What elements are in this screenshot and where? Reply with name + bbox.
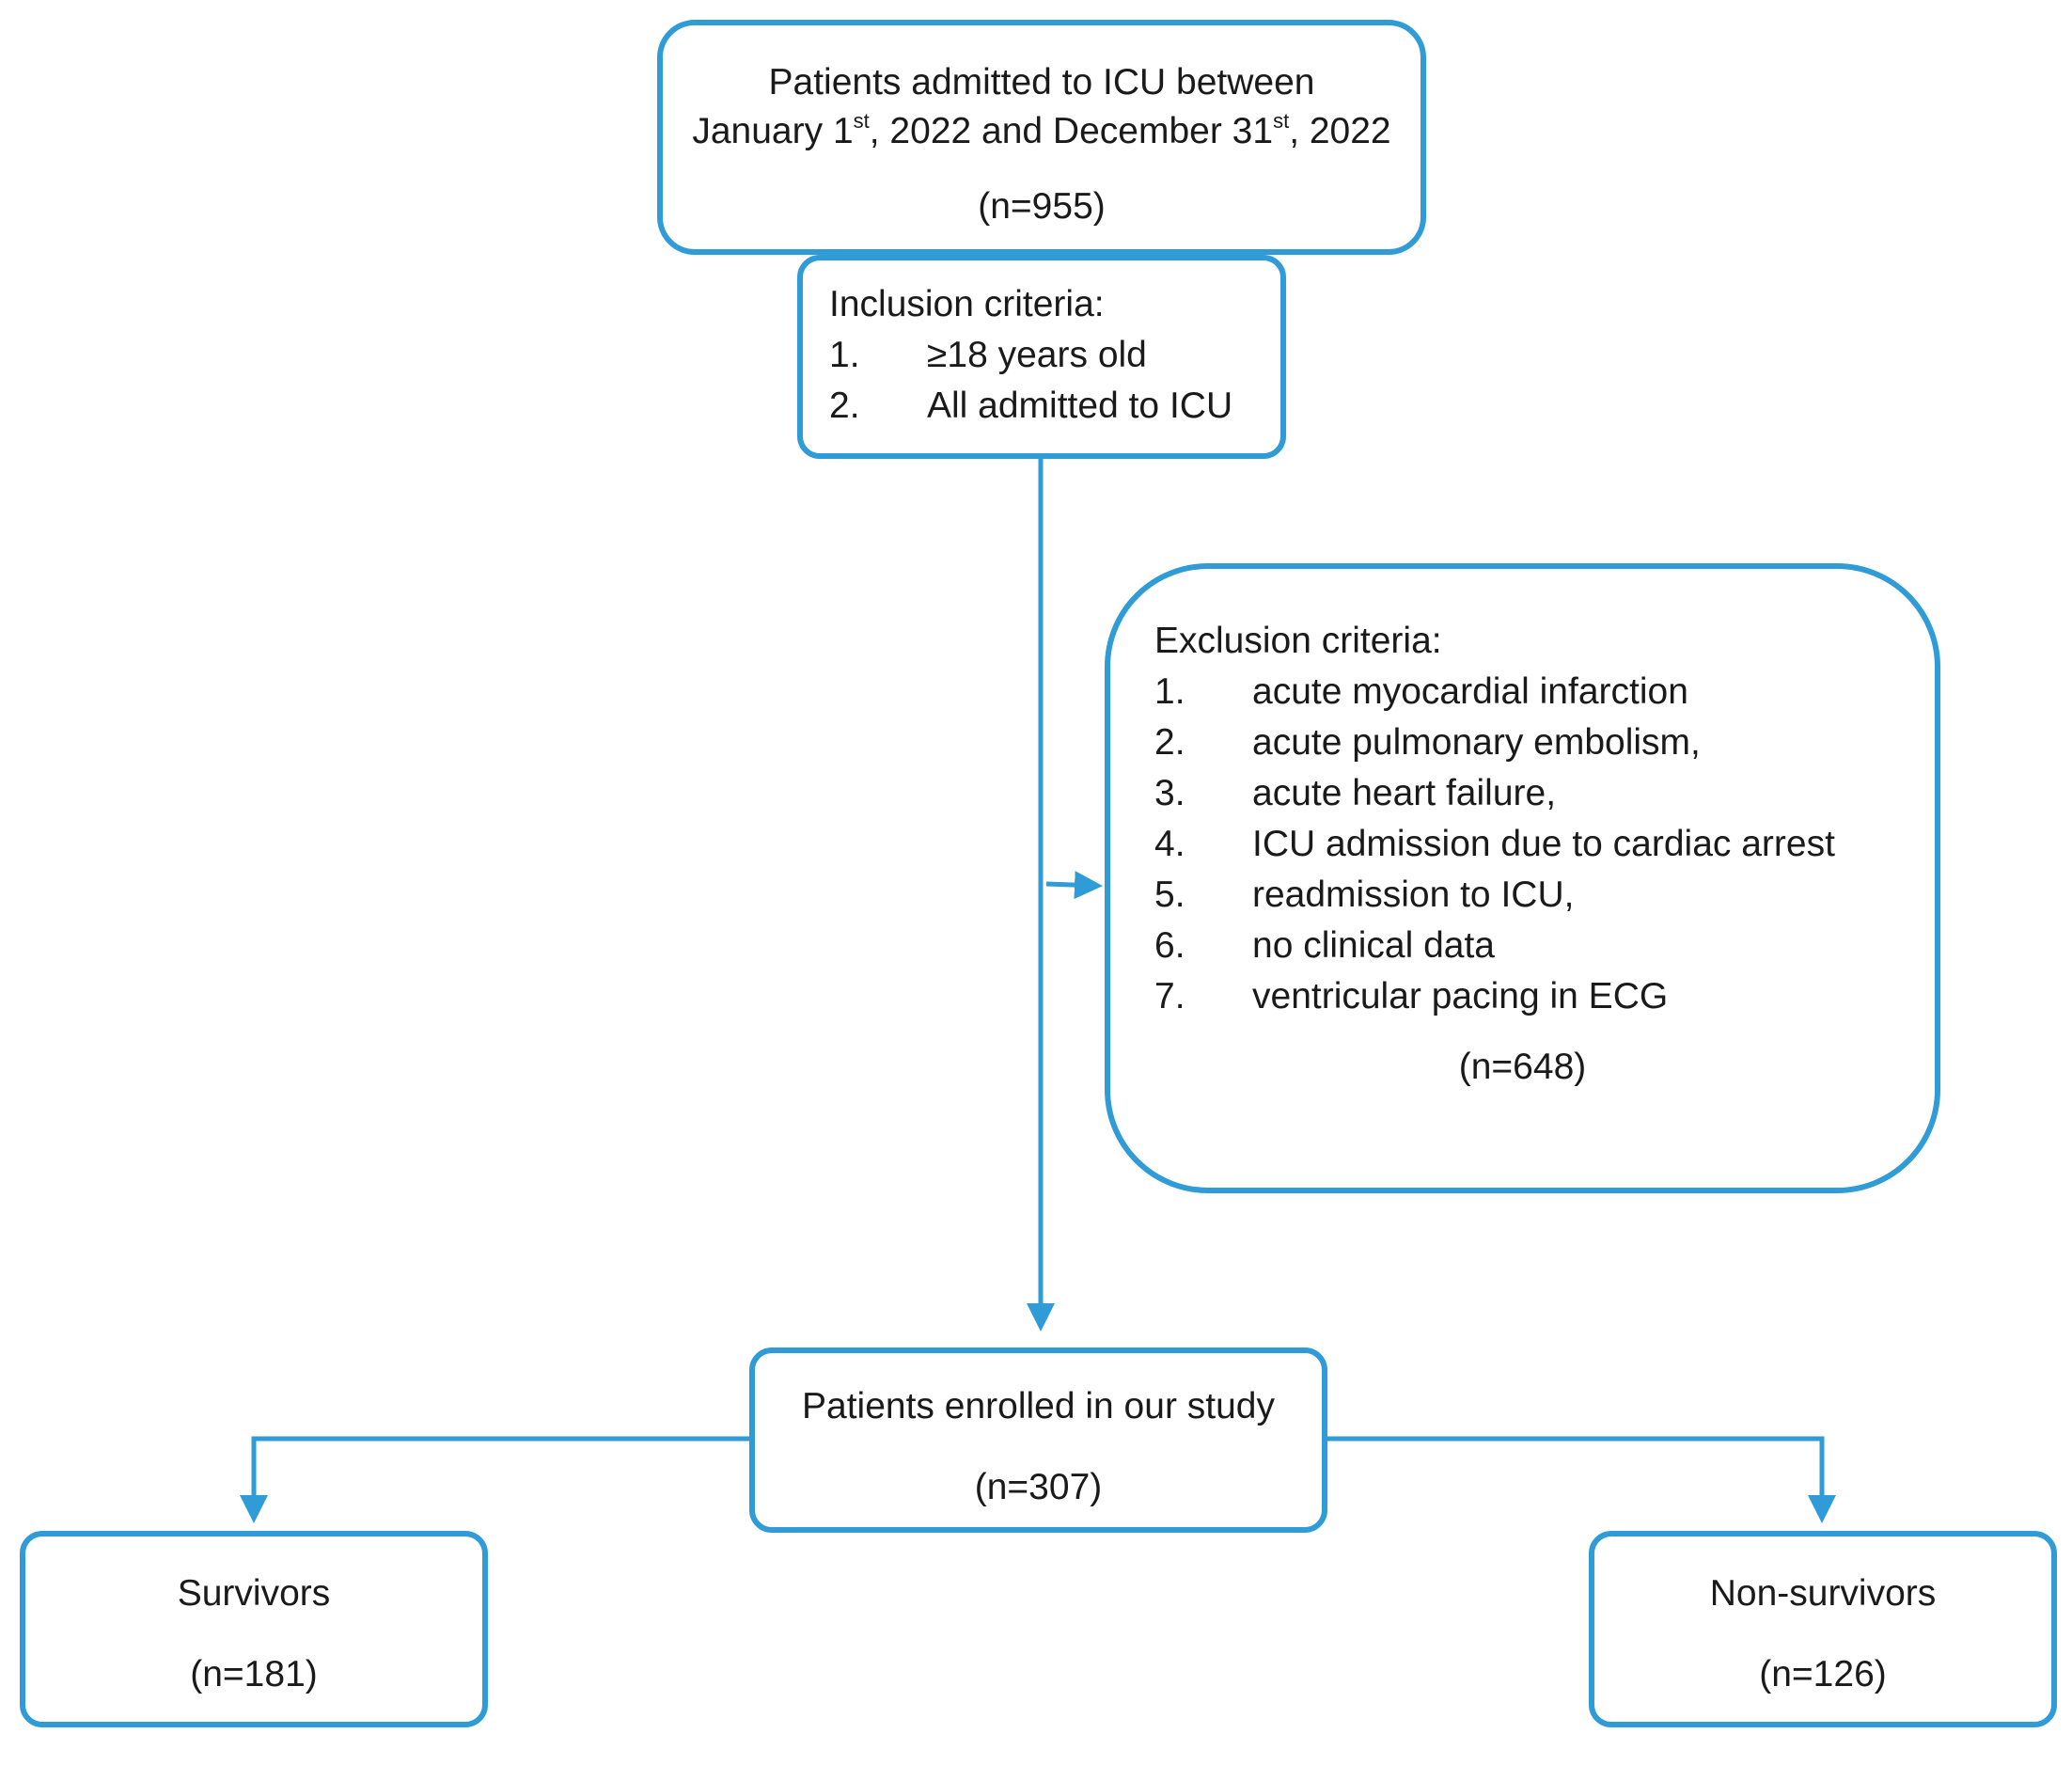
exclusion-item-text: acute heart failure, [1252,773,1557,813]
admitted-sup-2: st [1273,109,1290,133]
exclusion-arrow [1045,871,1103,900]
enrolled-count: (n=307) [974,1467,1103,1507]
exclusion-title: Exclusion criteria: [1154,621,1442,661]
exclusion-item: 4. ICU admission due to cardiac arrest [1154,819,1835,870]
non-survivors-arrow [1326,1436,1836,1523]
admitted-date-end: , 2022 [1289,111,1391,151]
non-survivors-box: Non-survivors (n=126) [1589,1531,2057,1727]
admitted-date-mid: , 2022 and December 31 [869,111,1274,151]
exclusion-item-text: no clinical data [1252,925,1495,966]
non-survivors-title: Non-survivors [1709,1573,1937,1614]
non-survivors-count: (n=126) [1759,1654,1887,1694]
exclusion-item-number: 3. [1154,773,1185,813]
inclusion-item-text: All admitted to ICU [927,386,1233,426]
exclusion-box: Exclusion criteria: 1. acute myocardial … [1105,563,1940,1193]
inclusion-item: 1. ≥18 years old [829,330,1232,381]
exclusion-count: (n=648) [1458,1047,1587,1087]
exclusion-item: 3. acute heart failure, [1154,768,1835,819]
exclusion-item-number: 4. [1154,824,1185,864]
admitted-date-start: January 1 [692,111,854,151]
inclusion-item-number: 1. [829,335,860,375]
admitted-line-1: Patients admitted to ICU between [663,57,1421,108]
exclusion-item-text: readmission to ICU, [1252,875,1575,915]
enrolled-title: Patients enrolled in our study [802,1386,1275,1426]
exclusion-item-text: acute myocardial infarction [1252,671,1688,712]
admitted-sup-1: st [853,109,870,133]
exclusion-item-text: ventricular pacing in ECG [1252,976,1669,1016]
exclusion-item-number: 2. [1154,722,1185,763]
exclusion-item: 1. acute myocardial infarction [1154,667,1835,717]
admitted-line-1-text: Patients admitted to ICU between [768,62,1315,102]
inclusion-title: Inclusion criteria: [829,284,1105,324]
exclusion-item-text: acute pulmonary embolism, [1252,722,1701,763]
exclusion-item-number: 6. [1154,925,1185,966]
exclusion-item-text: ICU admission due to cardiac arrest [1252,824,1835,864]
enrolled-box: Patients enrolled in our study (n=307) [749,1347,1327,1533]
survivors-arrow [240,1436,752,1523]
inclusion-box: Inclusion criteria: 1. ≥18 years old 2. … [797,255,1286,459]
survivors-box: Survivors (n=181) [20,1531,488,1727]
inclusion-item-text: ≥18 years old [927,335,1147,375]
exclusion-item: 6. no clinical data [1154,921,1835,971]
exclusion-item-number: 1. [1154,671,1185,712]
survivors-title: Survivors [177,1573,331,1614]
exclusion-item-number: 7. [1154,976,1185,1016]
exclusion-item: 2. acute pulmonary embolism, [1154,717,1835,768]
inclusion-item: 2. All admitted to ICU [829,381,1232,432]
exclusion-item: 7. ventricular pacing in ECG [1154,971,1835,1022]
exclusion-item-number: 5. [1154,875,1185,915]
admitted-box: Patients admitted to ICU between January… [657,20,1426,255]
admitted-line-2: January 1st, 2022 and December 31st, 202… [663,106,1421,157]
exclusion-item: 5. readmission to ICU, [1154,870,1835,921]
survivors-count: (n=181) [190,1654,318,1694]
admitted-count: (n=955) [978,186,1106,227]
inclusion-item-number: 2. [829,386,860,426]
